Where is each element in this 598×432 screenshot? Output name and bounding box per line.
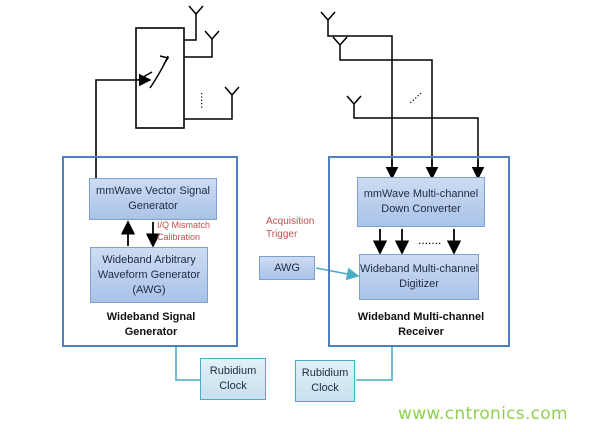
- signal-generator-title: Wideband Signal Generator: [106, 311, 196, 338]
- receiver-frame: [328, 156, 510, 347]
- antenna-icon: [204, 30, 220, 47]
- mmwave-vector-signal-generator: mmWave Vector Signal Generator: [89, 178, 217, 220]
- dc-arrows-ellipsis: .......: [418, 233, 441, 247]
- rubidium-clock-left: Rubidium Clock: [200, 358, 266, 400]
- antenna-icon: [332, 36, 348, 53]
- antenna-icon: [188, 5, 204, 22]
- generator-to-switch-line: [95, 73, 152, 178]
- right-clock-link: [356, 346, 393, 381]
- wideband-multichannel-digitizer: Wideband Multi-channel Digitizer: [359, 254, 479, 300]
- switch-output-lines: [184, 22, 233, 120]
- rx-antenna-lines: [320, 11, 479, 178]
- iq-mismatch-label: I/Q Mismatch Calibration: [157, 220, 211, 242]
- signal-generator-frame: [62, 156, 238, 347]
- wideband-awg-generator: Wideband Arbitrary Waveform Generator (A…: [90, 247, 208, 303]
- dc-to-digitizer-arrows: [372, 229, 462, 255]
- antenna-icon: [346, 95, 362, 112]
- watermark: www.cntronics.com: [398, 404, 568, 424]
- beam-switch-box: [135, 27, 185, 129]
- tx-antennas: [188, 5, 240, 103]
- trigger-arrow: [315, 267, 360, 281]
- acquisition-trigger-label: Acquisition Trigger: [266, 216, 315, 240]
- rx-antenna-ellipsis: .....: [403, 85, 425, 107]
- awg-trigger-source: AWG: [259, 256, 315, 280]
- mmwave-multichannel-down-converter: mmWave Multi-channel Down Converter: [357, 177, 485, 227]
- antenna-icon: [320, 11, 336, 28]
- switch-output-ellipsis: .....: [198, 92, 212, 109]
- receiver-title: Wideband Multi-channel Receiver: [357, 311, 485, 338]
- antenna-icon: [224, 86, 240, 103]
- left-clock-link: [175, 346, 200, 381]
- rubidium-clock-right: Rubidium Clock: [295, 360, 355, 402]
